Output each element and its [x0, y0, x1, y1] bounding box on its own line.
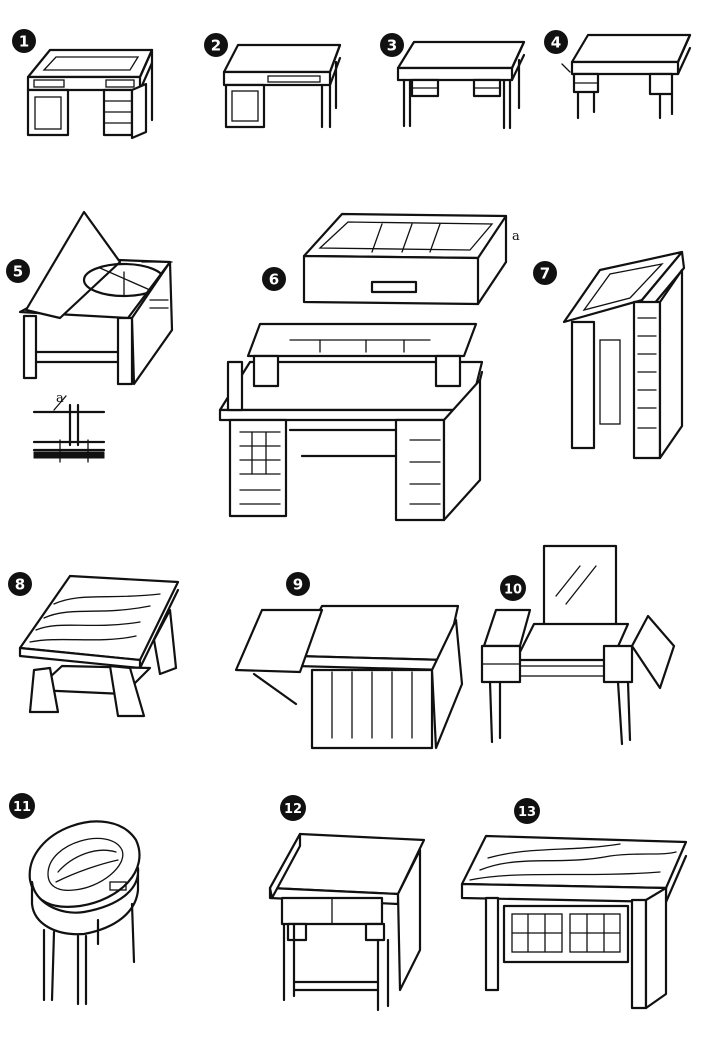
joint-detail-drawing: a: [32, 391, 106, 463]
joint-label: a: [56, 391, 64, 406]
badge-10: 10: [500, 575, 526, 601]
tray-label: a: [512, 229, 520, 244]
badge-9: 9: [286, 572, 310, 596]
badge-13: 13: [514, 798, 540, 824]
badge-8: 8: [8, 572, 32, 596]
badge-3-number: 3: [387, 37, 397, 55]
desk-9-drawing: [234, 604, 464, 750]
desk-12-drawing: [268, 832, 426, 1012]
badge-12: 12: [280, 795, 306, 821]
desk-8-drawing: [18, 574, 180, 718]
badge-7: 7: [533, 261, 557, 285]
desk-1-drawing: [26, 48, 154, 140]
badge-2-number: 2: [211, 37, 221, 55]
badge-11-number: 11: [13, 800, 31, 815]
desk-11-drawing: [28, 820, 141, 1006]
badge-4: 4: [544, 30, 568, 54]
badge-1-number: 1: [19, 33, 29, 51]
desk-3-drawing: [396, 40, 526, 130]
desk-4-drawing: [561, 33, 692, 120]
badge-1: 1: [12, 29, 36, 53]
badge-5-number: 5: [13, 263, 23, 281]
desk-10-drawing: [480, 544, 676, 746]
desk-2-drawing: [222, 43, 342, 129]
badge-13-number: 13: [518, 805, 536, 820]
badge-10-number: 10: [504, 583, 522, 598]
desk-6-drawing: [218, 322, 484, 522]
badge-2: 2: [204, 33, 228, 57]
desk-7-drawing: [562, 250, 686, 460]
badge-8-number: 8: [15, 576, 25, 594]
desk-13-drawing: [460, 834, 688, 1010]
badge-12-number: 12: [284, 802, 302, 817]
badge-9-number: 9: [293, 576, 303, 594]
badge-7-number: 7: [540, 265, 550, 283]
badge-6-number: 6: [269, 271, 279, 289]
badge-4-number: 4: [551, 34, 561, 52]
desk-5-drawing: [18, 210, 174, 386]
drawer-tray-drawing: a: [302, 212, 520, 306]
badge-11: 11: [9, 793, 35, 819]
badge-5: 5: [6, 259, 30, 283]
badge-3: 3: [380, 33, 404, 57]
badge-6: 6: [262, 267, 286, 291]
